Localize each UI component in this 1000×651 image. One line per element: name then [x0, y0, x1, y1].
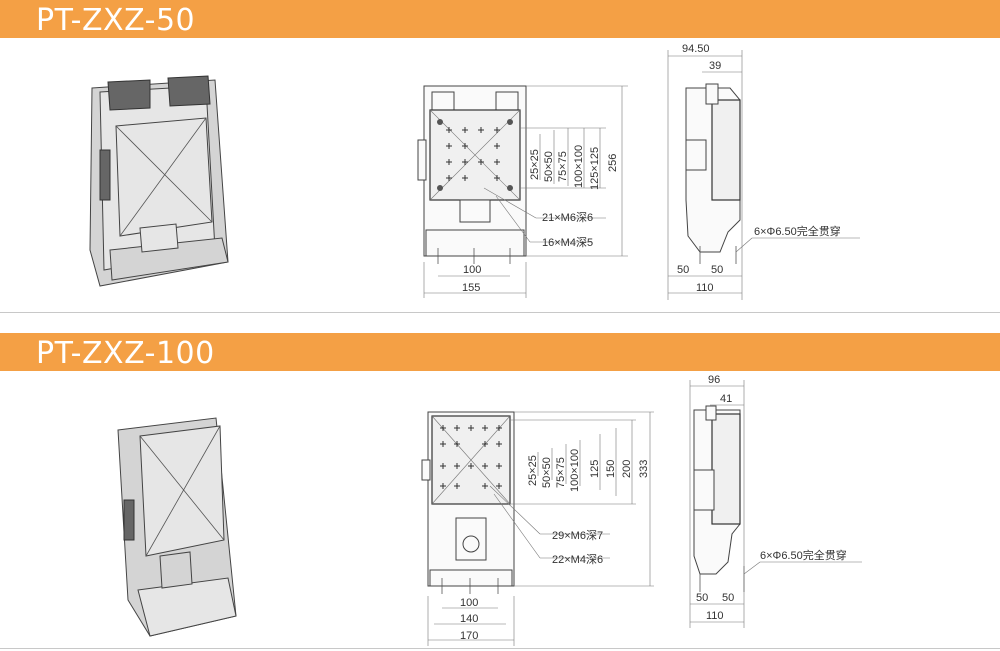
hole-pattern [440, 425, 502, 489]
hole-callout: 21×M6深6 [542, 211, 593, 224]
dim-height: 200 [621, 460, 633, 478]
hole-pattern [446, 127, 500, 181]
product-photo-pt-zxz-50 [89, 75, 229, 287]
section-divider [0, 648, 1000, 649]
dim-base-spacing: 100 [460, 597, 478, 609]
side-view-pt-zxz-100 [689, 380, 862, 628]
grid-label: 75×75 [555, 457, 567, 488]
through-hole-callout: 6×Φ6.50完全贯穿 [754, 224, 841, 238]
dim-base-spacing: 100 [463, 264, 481, 276]
dim-height: 333 [638, 460, 650, 478]
dimension-lines [423, 85, 628, 298]
dim-base-width: 110 [696, 282, 714, 294]
section-divider [0, 312, 1000, 313]
hole-callout: 29×M6深7 [552, 529, 603, 542]
dim-spacing-b: 50 [711, 264, 723, 276]
grid-label: 25×25 [529, 149, 541, 180]
dim-spacing-a: 50 [677, 264, 689, 276]
section-banner-pt-zxz-50: PT-ZXZ-50 [0, 0, 1000, 38]
dim-depth: 94.50 [682, 43, 710, 55]
front-view-pt-zxz-50 [417, 85, 527, 264]
through-hole-callout: 6×Φ6.50完全贯穿 [760, 548, 847, 562]
section-title: PT-ZXZ-50 [36, 3, 196, 38]
dim-top-depth: 41 [720, 393, 732, 405]
dim-depth: 96 [708, 374, 720, 386]
product-photo-pt-zxz-100 [117, 417, 237, 637]
hole-callout: 16×M4深5 [542, 236, 593, 249]
dimension-lines [427, 411, 654, 646]
dim-base-width: 110 [706, 610, 724, 622]
front-view-pt-zxz-100 [421, 411, 515, 594]
grid-label: 125×125 [589, 147, 601, 190]
dim-spacing-a: 50 [696, 592, 708, 604]
grid-label: 75×75 [557, 151, 569, 182]
dim-width: 170 [460, 630, 478, 642]
grid-label: 100×100 [569, 449, 581, 492]
grid-label: 25×25 [527, 455, 539, 486]
hole-callout: 22×M4深6 [552, 553, 603, 566]
side-view-pt-zxz-50 [667, 50, 860, 300]
grid-label: 100×100 [573, 145, 585, 188]
dim-width: 155 [462, 282, 480, 294]
dim-spacing-b: 50 [722, 592, 734, 604]
dim-height: 125 [589, 460, 601, 478]
section-title: PT-ZXZ-100 [36, 336, 215, 371]
dim-top-depth: 39 [709, 60, 721, 72]
dim-height: 150 [605, 460, 617, 478]
section-banner-pt-zxz-100: PT-ZXZ-100 [0, 333, 1000, 371]
grid-label: 50×50 [541, 457, 553, 488]
dim-inner-width: 140 [460, 613, 478, 625]
dim-height: 256 [607, 154, 619, 172]
grid-label: 50×50 [543, 151, 555, 182]
